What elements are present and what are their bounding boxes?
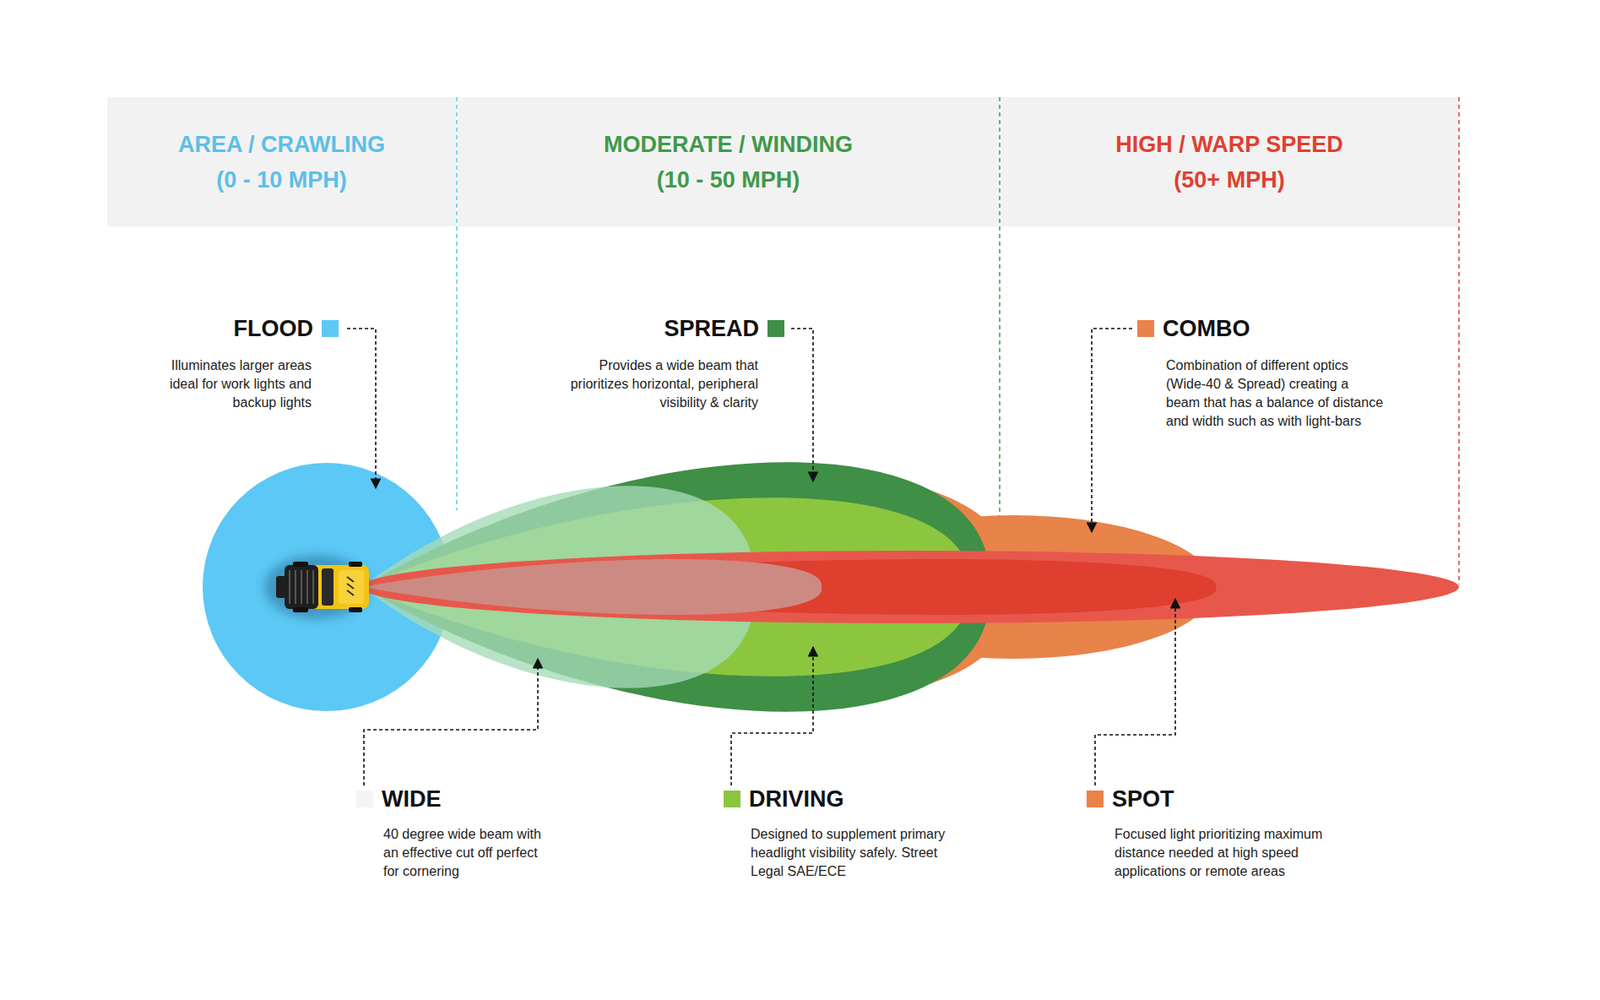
zone-title: AREA / CRAWLING xyxy=(178,130,386,158)
legend-swatch xyxy=(767,320,785,337)
beam-type-legend: SPREAD xyxy=(663,314,785,342)
beam-type-legend: SPOT xyxy=(1086,785,1175,813)
beam-type-name: SPREAD xyxy=(663,314,760,342)
speed-zone-band: MODERATE / WINDING (10 - 50 MPH) xyxy=(457,97,999,227)
leader-line xyxy=(347,328,376,489)
leader-line xyxy=(1095,598,1176,786)
beam-type-legend: DRIVING xyxy=(723,785,845,813)
beam-type-legend: COMBO xyxy=(1137,314,1251,342)
beam-description: Illuminates larger areas ideal for work … xyxy=(142,356,312,413)
beam-description: Provides a wide beam that prioritizes ho… xyxy=(557,356,759,413)
beam-type-name: DRIVING xyxy=(748,785,845,813)
beam-type-legend: FLOOD xyxy=(233,314,340,342)
zone-title: HIGH / WARP SPEED xyxy=(1115,130,1344,158)
zone-divider xyxy=(1458,97,1460,585)
zone-speed: (10 - 50 MPH) xyxy=(656,166,801,194)
leader-line xyxy=(363,658,538,786)
legend-swatch xyxy=(1086,790,1104,808)
beam-description: 40 degree wide beam with an effective cu… xyxy=(383,824,557,881)
beam-description: Combination of different optics (Wide-40… xyxy=(1166,356,1384,431)
leader-line xyxy=(731,646,814,786)
beam-description: Designed to supplement primary headlight… xyxy=(750,824,962,881)
spot-beam-overlap xyxy=(362,558,822,615)
spot-beam-core xyxy=(362,558,1217,615)
beam-type-name: FLOOD xyxy=(233,314,315,342)
leader-line xyxy=(791,328,814,482)
speed-zone-band: HIGH / WARP SPEED (50+ MPH) xyxy=(1000,97,1459,227)
beam-type-name: WIDE xyxy=(381,785,442,813)
beam-type-legend: WIDE xyxy=(356,785,442,813)
beam-patterns xyxy=(202,461,1459,711)
beam-description: Focused light prioritizing maximum dista… xyxy=(1114,824,1326,881)
leader-line xyxy=(1091,328,1133,532)
zone-title: MODERATE / WINDING xyxy=(603,130,853,158)
legend-swatch xyxy=(723,790,741,808)
zone-speed: (50+ MPH) xyxy=(1173,166,1285,194)
speed-zone-band: AREA / CRAWLING (0 - 10 MPH) xyxy=(107,97,456,227)
legend-swatch xyxy=(1137,320,1155,337)
beam-type-name: SPOT xyxy=(1111,785,1175,813)
zone-speed: (0 - 10 MPH) xyxy=(216,166,348,194)
vehicle-icon xyxy=(264,554,369,619)
legend-swatch xyxy=(356,790,374,808)
beam-type-name: COMBO xyxy=(1162,314,1251,342)
spot-beam xyxy=(361,550,1459,624)
legend-swatch xyxy=(321,320,339,337)
